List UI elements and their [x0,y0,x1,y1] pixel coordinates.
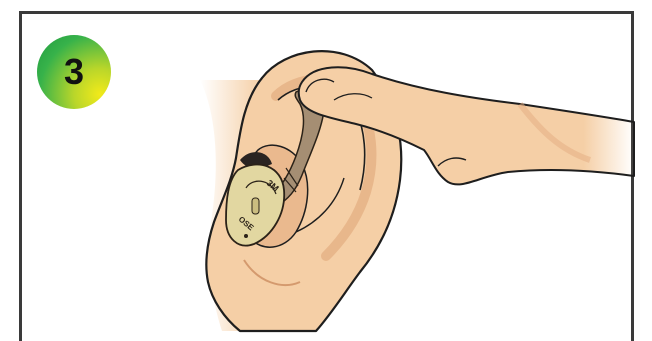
earplug-dot [244,234,248,238]
earplug-slot [252,198,259,214]
